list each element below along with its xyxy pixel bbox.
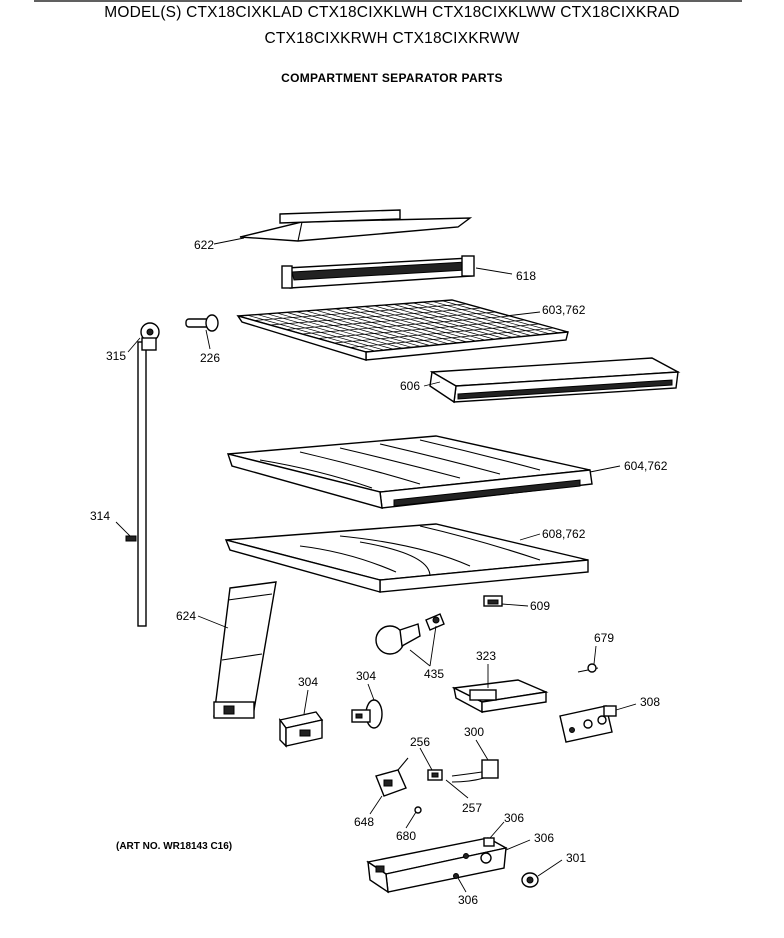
label-314: 314	[90, 509, 110, 523]
label-300: 300	[464, 725, 484, 739]
label-604-762: 604,762	[624, 459, 668, 473]
part-609-clip[interactable]	[483, 595, 503, 607]
leader-lines	[115, 237, 637, 893]
part-256-switch[interactable]	[427, 769, 443, 781]
model-list-line-2: CTX18CIXKRWH CTX18CIXKRWW	[264, 30, 520, 47]
part-680-screw[interactable]	[414, 806, 422, 814]
part-603-wire-shelf[interactable]	[236, 299, 569, 361]
label-606: 606	[400, 379, 420, 393]
label-624: 624	[176, 609, 196, 623]
part-648-control[interactable]	[375, 757, 409, 797]
part-606-trim[interactable]	[429, 357, 681, 404]
part-618-rail[interactable]	[281, 255, 475, 289]
part-314-315-hinge-rod[interactable]	[125, 322, 160, 627]
label-648: 648	[354, 815, 374, 829]
section-title: COMPARTMENT SEPARATOR PARTS	[281, 71, 503, 85]
part-679-screw[interactable]	[577, 663, 599, 673]
part-604-tray[interactable]	[226, 435, 593, 509]
label-609: 609	[530, 599, 550, 613]
label-622: 622	[194, 238, 214, 252]
part-608-separator[interactable]	[224, 523, 589, 593]
part-323-housing[interactable]	[451, 679, 549, 714]
model-list-line-1: MODEL(S) CTX18CIXKLAD CTX18CIXKLWH CTX18…	[104, 4, 680, 21]
label-435: 435	[424, 667, 444, 681]
label-603-762: 603,762	[542, 303, 586, 317]
label-306-bottom: 306	[458, 893, 478, 907]
label-301: 301	[566, 851, 586, 865]
callout-labels: 622 618 603,762 315 226 606 604,762 314 …	[90, 238, 668, 907]
label-306-top: 306	[504, 811, 524, 825]
part-308-bracket[interactable]	[559, 705, 617, 743]
part-226-pin[interactable]	[185, 314, 219, 332]
part-306-housing[interactable]	[366, 837, 508, 894]
label-226: 226	[200, 351, 220, 365]
label-306-right: 306	[534, 831, 554, 845]
label-608-762: 608,762	[542, 527, 586, 541]
part-622-cover[interactable]	[239, 209, 473, 242]
label-679: 679	[594, 631, 614, 645]
label-323: 323	[476, 649, 496, 663]
label-618: 618	[516, 269, 536, 283]
label-257: 257	[462, 801, 482, 815]
part-301-knob[interactable]	[521, 872, 539, 888]
label-680: 680	[396, 829, 416, 843]
part-304-block[interactable]	[278, 711, 324, 748]
label-304-knob: 304	[356, 669, 376, 683]
part-435-bulb[interactable]	[375, 613, 445, 655]
label-308: 308	[640, 695, 660, 709]
part-304-knob[interactable]	[351, 699, 383, 729]
part-624-panel[interactable]	[213, 581, 277, 719]
label-315: 315	[106, 349, 126, 363]
label-304-block: 304	[298, 675, 318, 689]
label-256: 256	[410, 735, 430, 749]
art-number: (ART NO. WR18143 C16)	[116, 841, 233, 852]
part-300-thermostat[interactable]	[451, 759, 499, 783]
